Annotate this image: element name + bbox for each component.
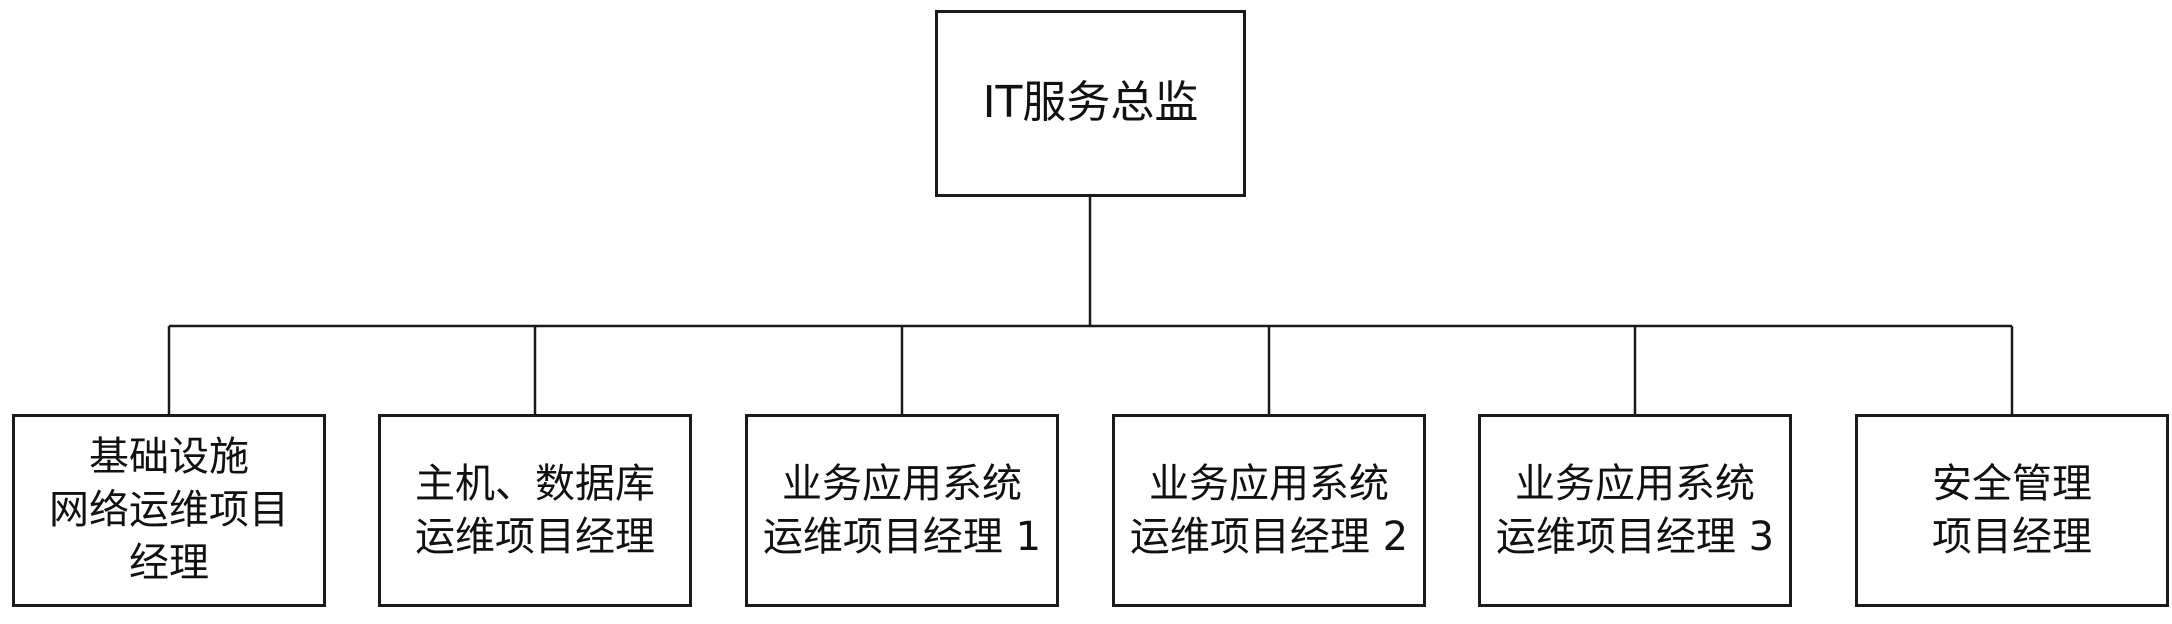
child-node-host-database: 主机、数据库 运维项目经理 xyxy=(378,414,692,607)
child-node-business-app-1: 业务应用系统 运维项目经理 1 xyxy=(745,414,1059,607)
child-node-label: 安全管理 项目经理 xyxy=(1932,460,2092,560)
root-node-it-service-director: IT服务总监 xyxy=(935,10,1246,197)
child-node-security-management: 安全管理 项目经理 xyxy=(1855,414,2169,607)
root-node-label: IT服务总监 xyxy=(982,77,1199,129)
child-node-label: 基础设施 网络运维项目 经理 xyxy=(49,434,289,586)
child-node-infrastructure-network: 基础设施 网络运维项目 经理 xyxy=(12,414,326,607)
child-node-label: 业务应用系统 运维项目经理 3 xyxy=(1495,460,1775,560)
child-node-business-app-2: 业务应用系统 运维项目经理 2 xyxy=(1112,414,1426,607)
child-node-label: 主机、数据库 运维项目经理 xyxy=(415,460,655,560)
child-node-business-app-3: 业务应用系统 运维项目经理 3 xyxy=(1478,414,1792,607)
child-node-label: 业务应用系统 运维项目经理 1 xyxy=(762,460,1042,560)
child-node-label: 业务应用系统 运维项目经理 2 xyxy=(1129,460,1409,560)
